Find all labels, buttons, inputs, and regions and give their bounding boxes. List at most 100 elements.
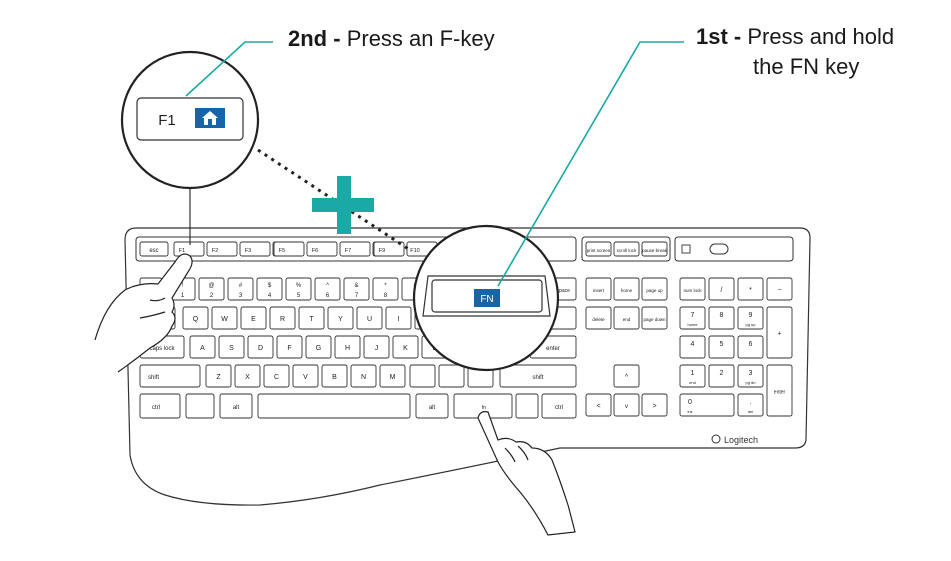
key-u-label: U [367,316,372,323]
key-r-label: R [280,316,285,323]
key-r: R [269,306,296,330]
fn-key-zoomed-label: FN [480,294,493,305]
right-hand-finger-line [504,447,516,463]
key-1-label-1: 1 [181,293,185,299]
key-enter-label: enter [546,346,560,352]
f1-key-zoomed-label: F1 [158,112,176,129]
key-numpad-4-label: 4 [691,341,695,348]
key-arrow-left-label: < [596,403,600,410]
key-numpad-6: 6 [737,335,764,359]
key-numpad-dot-label: . [750,399,752,406]
key-3-label: # [239,283,243,289]
left-hand-outline [94,253,193,373]
key-numpad-2-cap [708,364,735,388]
key-8-label-1: 8 [384,293,388,299]
key-insert-label: insert [593,288,605,293]
key-5: %5 [285,277,312,301]
key-numpad-dot-label-1: del [748,409,753,414]
key-right-alt-label: alt [429,405,436,411]
key-numpad-plus-label: + [777,331,781,338]
key-numpad-slash-cap [708,277,735,301]
key-n-label: N [361,374,366,381]
key-page-down-cap [641,306,668,330]
key-8-cap [372,277,399,301]
key-c-label: C [274,374,279,381]
home-icon [202,111,218,125]
key-f6-cap [306,241,338,257]
key-a-cap [189,335,216,359]
key-numpad-2-label: 2 [720,370,724,377]
key-f7-cap [339,241,371,257]
key-2-label: @ [208,283,214,289]
key-z-label: Z [216,374,221,381]
key-arrow-up-label: ^ [625,374,629,381]
key-delete: delete [585,306,612,330]
key-u-cap [356,306,383,330]
left-hand-finger-line [149,297,166,302]
key-6-cap [314,277,341,301]
key-t-label: T [309,316,314,323]
key-b-label: B [332,374,337,381]
key-right-shift-label: shift [532,375,543,381]
key-k: K [392,335,419,359]
key-scroll-lock-label: scroll lock [617,248,638,253]
key-3-cap [227,277,254,301]
key-w-cap [211,306,238,330]
key-b-cap [321,364,348,388]
key-end: end [613,306,640,330]
key-numpad-7-cap [679,306,706,330]
key-numpad-3: 3pg dn [737,364,764,388]
key-left-alt-cap [219,393,253,419]
key-period [438,364,465,388]
key-arrow-up-cap [613,364,640,388]
key-numpad-9: 9pg up [737,306,764,330]
key-f7-label: F7 [345,248,351,254]
key-home-cap [613,277,640,301]
key-h-label: H [345,345,350,352]
step-2-text: Press an F-key [346,26,495,51]
key-numpad-dot: . del [737,393,764,417]
left-hand-illustration [94,253,193,373]
key-space-cap [257,393,411,419]
key-page-up-label: page up [646,288,663,293]
key-4-cap [256,277,283,301]
key-s-label: S [229,345,234,352]
key-a-label: A [200,345,205,352]
key-2: @2 [198,277,225,301]
key-esc: esc [139,241,169,257]
key-page-up-cap [641,277,668,301]
key-q-label: Q [193,316,199,323]
key-numpad-star-cap [737,277,764,301]
key-j-cap [363,335,390,359]
plus-icon-horizontal [312,198,374,212]
key-numpad-4-cap [679,335,706,359]
key-f2: F2 [206,241,238,257]
key-scroll-lock: scroll lock [613,241,640,257]
step-2-label: 2nd - [288,26,341,51]
key-numpad-3-label: 3 [749,370,753,377]
key-3: #3 [227,277,254,301]
key-space [257,393,411,419]
key-arrow-down-label: v [625,404,628,410]
key-arrow-right-label: > [652,403,656,410]
key-windows [185,393,215,419]
logitech-logo: Logitech [711,434,758,445]
key-d: D [247,335,274,359]
f1-zoom-callout: F1 [120,50,260,245]
key-esc-label: esc [149,248,158,254]
key-7: &7 [343,277,370,301]
key-numpad-1-cap [679,364,706,388]
logitech-wordmark: Logitech [724,435,758,445]
key-e: E [240,306,267,330]
key-m-label: M [390,374,396,381]
key-left-ctrl-label: ctrl [152,405,160,411]
key-numpad-2: 2 [708,364,735,388]
key-left-shift: shift [139,364,201,388]
key-delete-label: delete [592,317,605,322]
key-numpad-1-label-1: end [689,380,696,385]
key-left-ctrl: ctrl [139,393,181,419]
key-n: N [350,364,377,388]
key-print-screen-cap [585,241,612,257]
